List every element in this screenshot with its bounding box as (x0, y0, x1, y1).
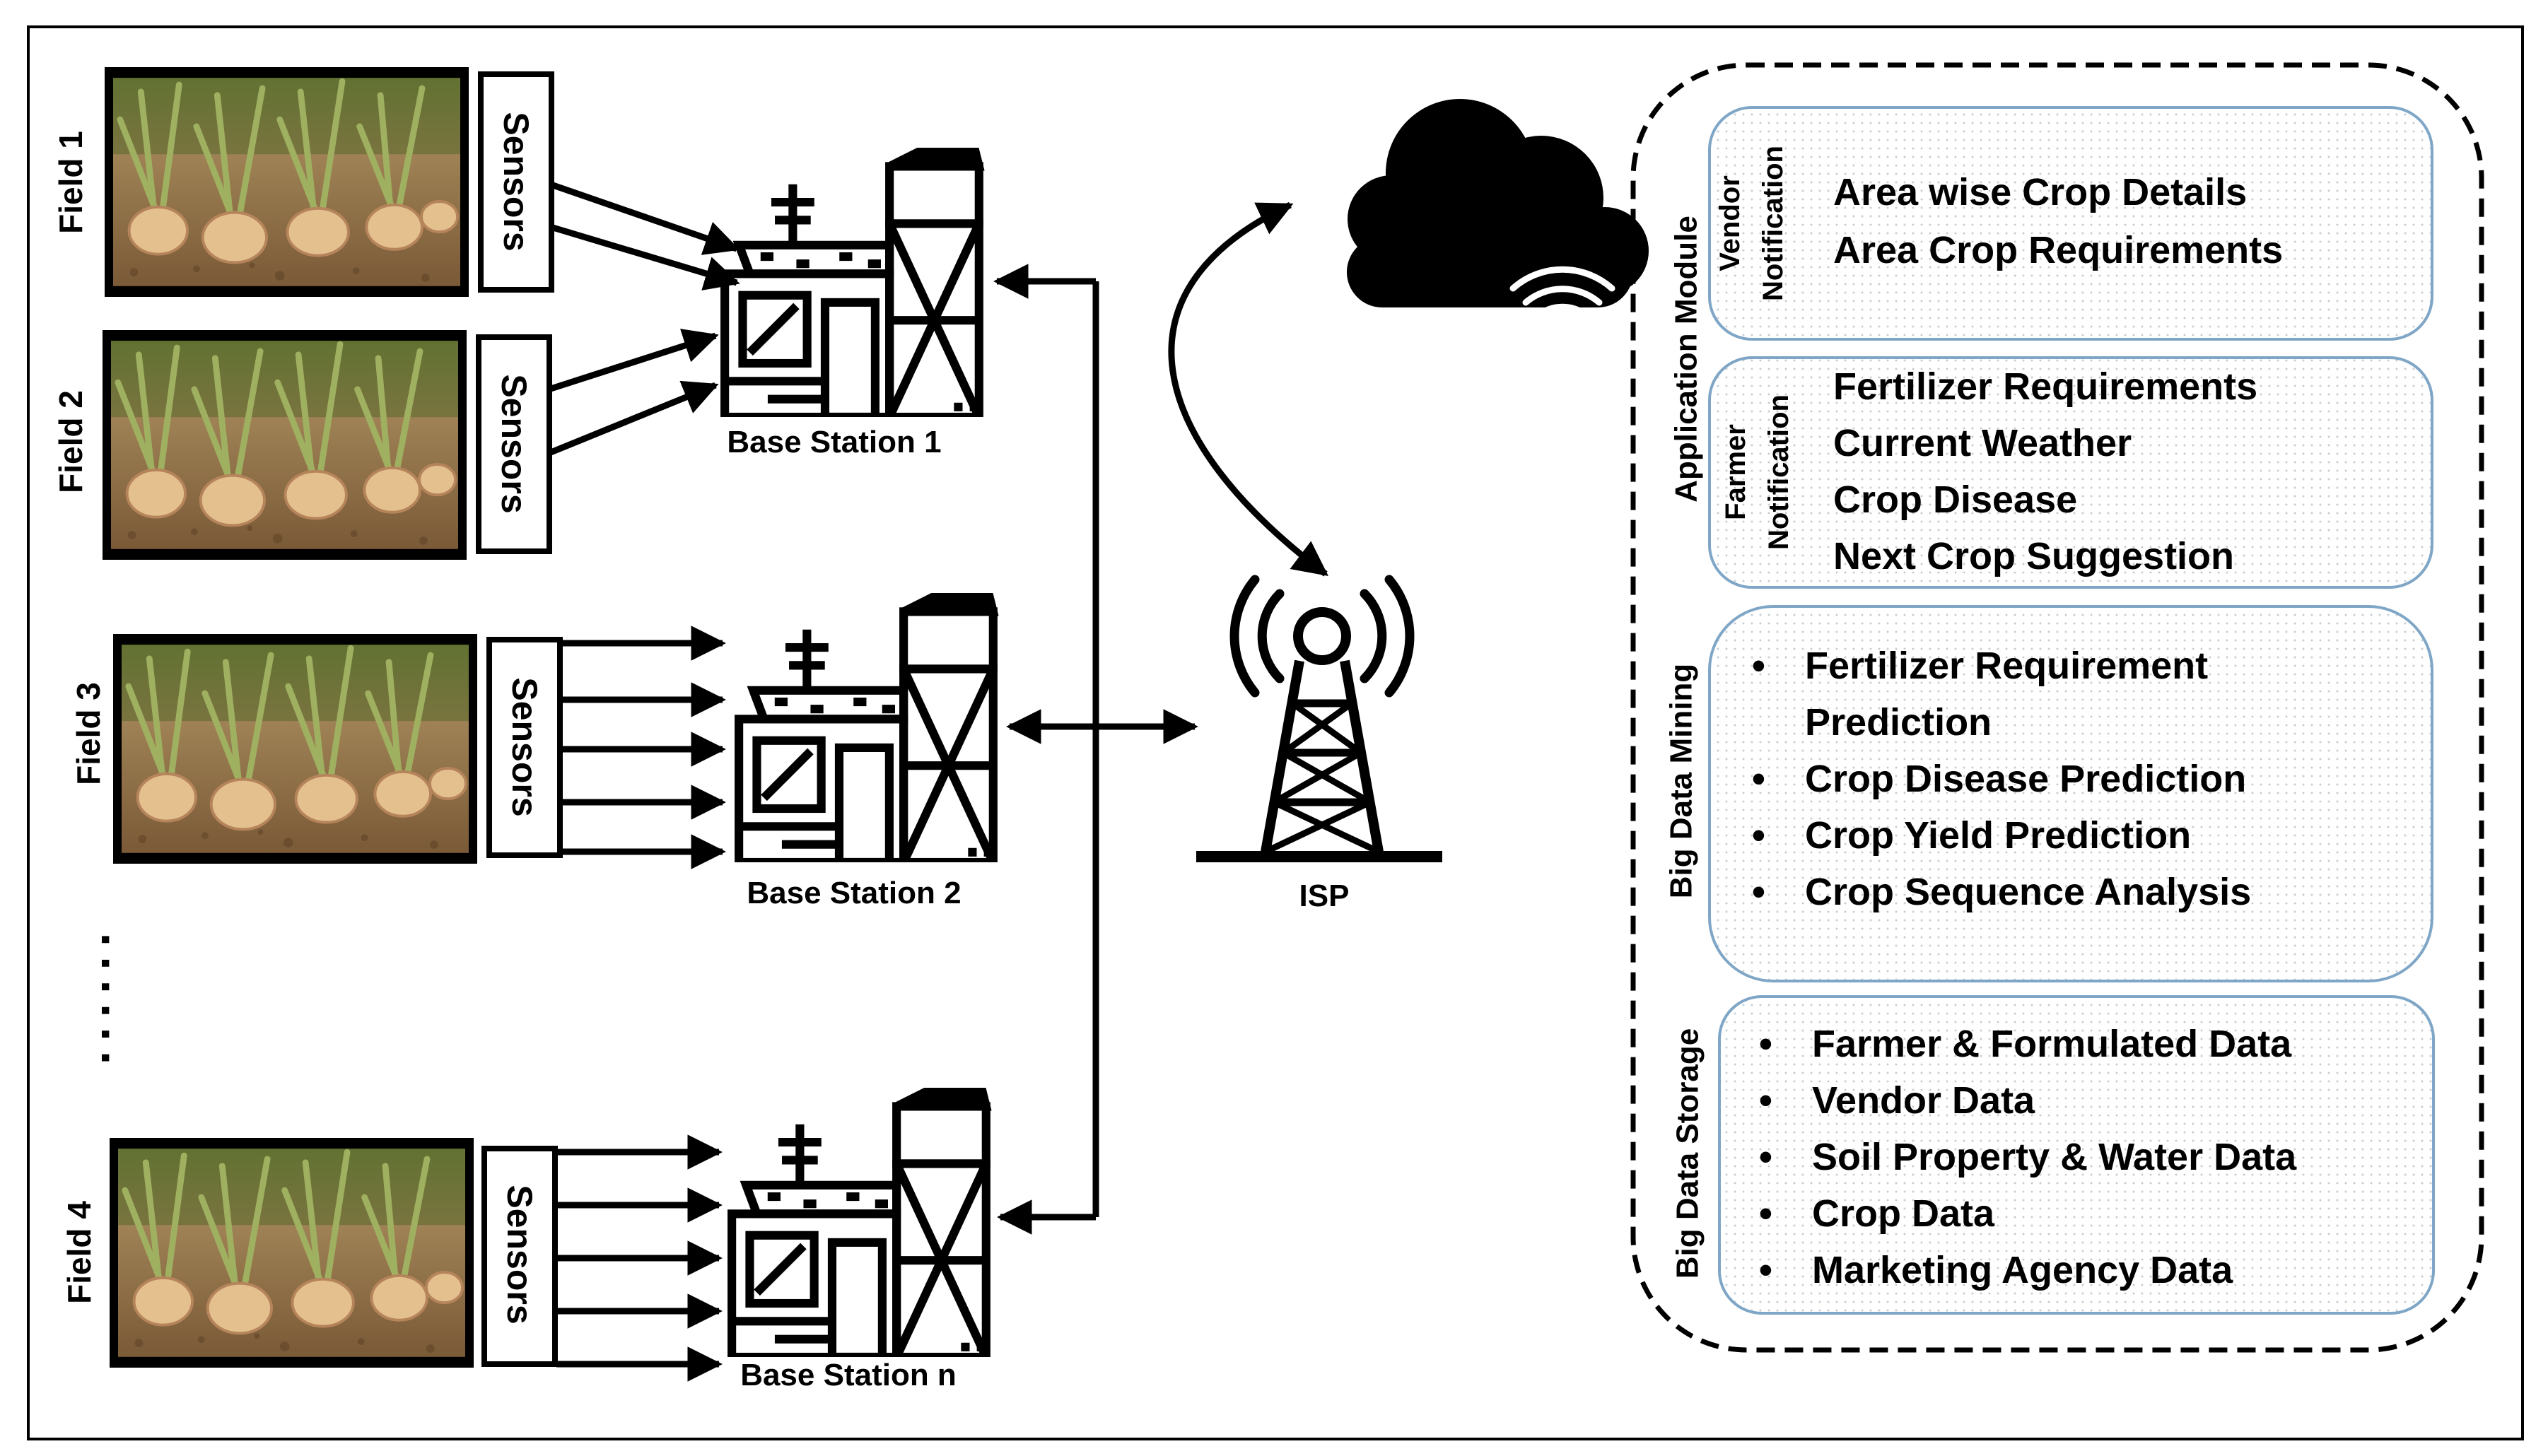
application-module-title: Application Module (1669, 216, 1704, 503)
field-1-sensors-box (478, 71, 554, 293)
field-2: Field 2 Sensors (52, 330, 552, 560)
big-data-mining-title: Big Data Mining (1664, 664, 1699, 898)
big-data-storage-box (1718, 995, 2435, 1315)
outer-frame (27, 25, 2524, 1440)
mining-item-1-line2: Prediction (1805, 701, 1992, 744)
vendor-notification-panel: Vendor Notification Area wise Crop Detai… (1708, 106, 2433, 341)
vendor-notification-title-line1: Vendor (1714, 175, 1746, 271)
sensor-arrow (551, 224, 740, 290)
farmer-notification-box (1708, 356, 2433, 589)
field-1: Field 1 Sensors (52, 67, 554, 297)
sensor-arrows (549, 182, 740, 1382)
field-1-sensors-label: Sensors (496, 112, 536, 251)
mining-bullet: • (1752, 814, 1765, 857)
base-station-n-icon (732, 1092, 986, 1357)
field-2-label: Field 2 (52, 390, 89, 493)
field-4-onion-photo (118, 1149, 465, 1357)
big-data-storage-panel: Big Data Storage • Farmer & Formulated D… (1671, 995, 2435, 1315)
vendor-item-1: Area wise Crop Details (1833, 171, 2247, 213)
field-4: Field 4 Sensors (61, 1138, 558, 1368)
storage-bullet: • (1759, 1136, 1772, 1178)
mining-bullet: • (1752, 871, 1765, 913)
field-3-sensors-box (486, 637, 563, 858)
storage-item-4: Crop Data (1812, 1192, 1995, 1235)
storage-item-1: Farmer & Formulated Data (1812, 1023, 2292, 1065)
mining-item-2: Crop Disease Prediction (1805, 758, 2246, 800)
field-1-label: Field 1 (52, 131, 89, 234)
farmer-item-1: Fertilizer Requirements (1833, 365, 2257, 408)
storage-bullet: • (1759, 1023, 1772, 1065)
isp-cloud-arrow (1168, 201, 1328, 577)
storage-item-2: Vendor Data (1812, 1079, 2035, 1122)
big-data-storage-title: Big Data Storage (1671, 1028, 1705, 1279)
storage-item-5: Marketing Agency Data (1812, 1249, 2233, 1291)
base-station-2-icon (739, 597, 993, 862)
big-data-mining-box (1708, 605, 2433, 982)
storage-bullet: • (1759, 1192, 1772, 1235)
farmer-notification-title-line2: Notification (1763, 394, 1794, 550)
mining-item-3: Crop Yield Prediction (1805, 814, 2191, 857)
isp-label: ISP (1299, 879, 1350, 913)
mining-item-1-line1: Fertilizer Requirement (1805, 645, 2208, 687)
storage-bullet: • (1759, 1249, 1772, 1291)
farmer-item-2: Current Weather (1833, 422, 2132, 464)
vendor-item-2: Area Crop Requirements (1833, 229, 2283, 271)
mining-item-4: Crop Sequence Analysis (1805, 871, 2251, 913)
farmer-notification-panel: Farmer Notification Fertilizer Requireme… (1708, 356, 2433, 589)
field-3: Field 3 Sensors (70, 634, 563, 864)
sensor-arrow (551, 182, 740, 255)
farmer-item-3: Crop Disease (1833, 479, 2077, 521)
more-fields-ellipsis: ...... (91, 933, 146, 1075)
cloud-icon (1347, 99, 1649, 307)
vendor-notification-title-line2: Notification (1758, 146, 1789, 301)
big-data-mining-panel: Big Data Mining • Fertilizer Requirement… (1664, 605, 2433, 982)
server-container (1630, 62, 2484, 1353)
field-3-onion-photo (122, 645, 469, 853)
backbone-connections (993, 201, 1328, 1235)
vendor-notification-box (1708, 106, 2433, 341)
base-station-2-label: Base Station 2 (747, 876, 961, 910)
mining-bullet: • (1752, 758, 1765, 800)
field-4-sensors-box (481, 1146, 558, 1367)
base-station-1-icon (725, 152, 979, 417)
field-2-sensors-label: Sensors (494, 374, 534, 513)
mining-bullet: • (1752, 645, 1765, 687)
field-1-onion-photo (113, 78, 460, 286)
sensor-arrow (549, 329, 719, 392)
field-3-sensors-label: Sensors (505, 677, 544, 816)
farmer-item-4: Next Crop Suggestion (1833, 535, 2234, 577)
field-2-sensors-box (476, 334, 552, 554)
sensor-arrow (549, 380, 719, 456)
base-station-n-label: Base Station n (740, 1358, 957, 1392)
field-3-label: Field 3 (70, 682, 107, 785)
storage-bullet: • (1759, 1079, 1772, 1122)
field-4-label: Field 4 (61, 1201, 98, 1304)
wifi-icon (1509, 266, 1615, 340)
isp-tower-icon (1196, 575, 1442, 862)
field-4-sensors-label: Sensors (500, 1185, 539, 1324)
farmer-notification-title-line1: Farmer (1720, 424, 1751, 520)
field-2-onion-photo (111, 341, 458, 549)
base-station-1-label: Base Station 1 (727, 425, 941, 459)
storage-item-3: Soil Property & Water Data (1812, 1136, 2297, 1178)
